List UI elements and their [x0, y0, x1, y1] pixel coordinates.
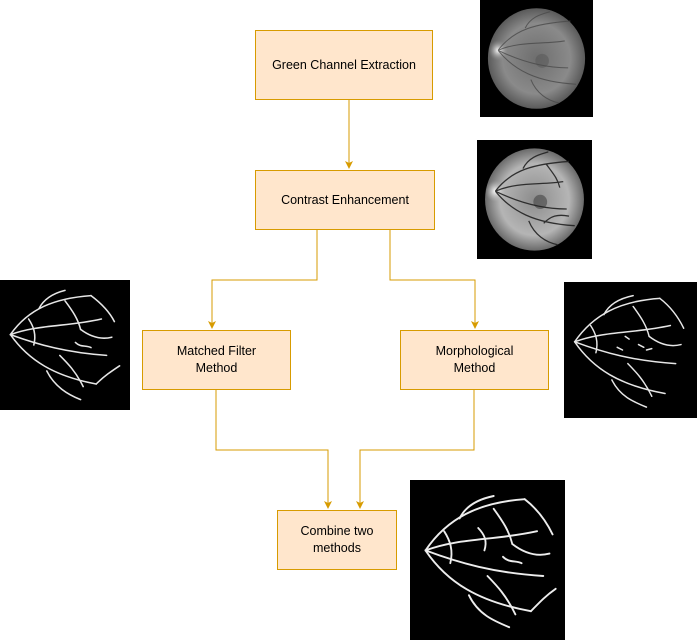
node-matched-filter-method[interactable]: Matched Filter Method [142, 330, 291, 390]
edge-morph-to-combine [356, 390, 475, 509]
edge-contrast-to-morph [389, 230, 479, 329]
node-morphological-method[interactable]: Morphological Method [400, 330, 549, 390]
edge-contrast-to-matched [208, 230, 318, 329]
node-contrast-enhancement[interactable]: Contrast Enhancement [255, 170, 435, 230]
edge-matched-to-combine [215, 390, 332, 509]
fundus-green-channel-image [480, 0, 593, 117]
vessel-map-matched-filter-image [0, 280, 130, 410]
node-green-channel-extraction[interactable]: Green Channel Extraction [255, 30, 433, 100]
vessel-map-morphological-image [564, 282, 697, 418]
node-combine-two-methods[interactable]: Combine two methods [277, 510, 397, 570]
fundus-contrast-enhanced-image [477, 140, 592, 259]
vessel-map-combined-image [410, 480, 565, 640]
